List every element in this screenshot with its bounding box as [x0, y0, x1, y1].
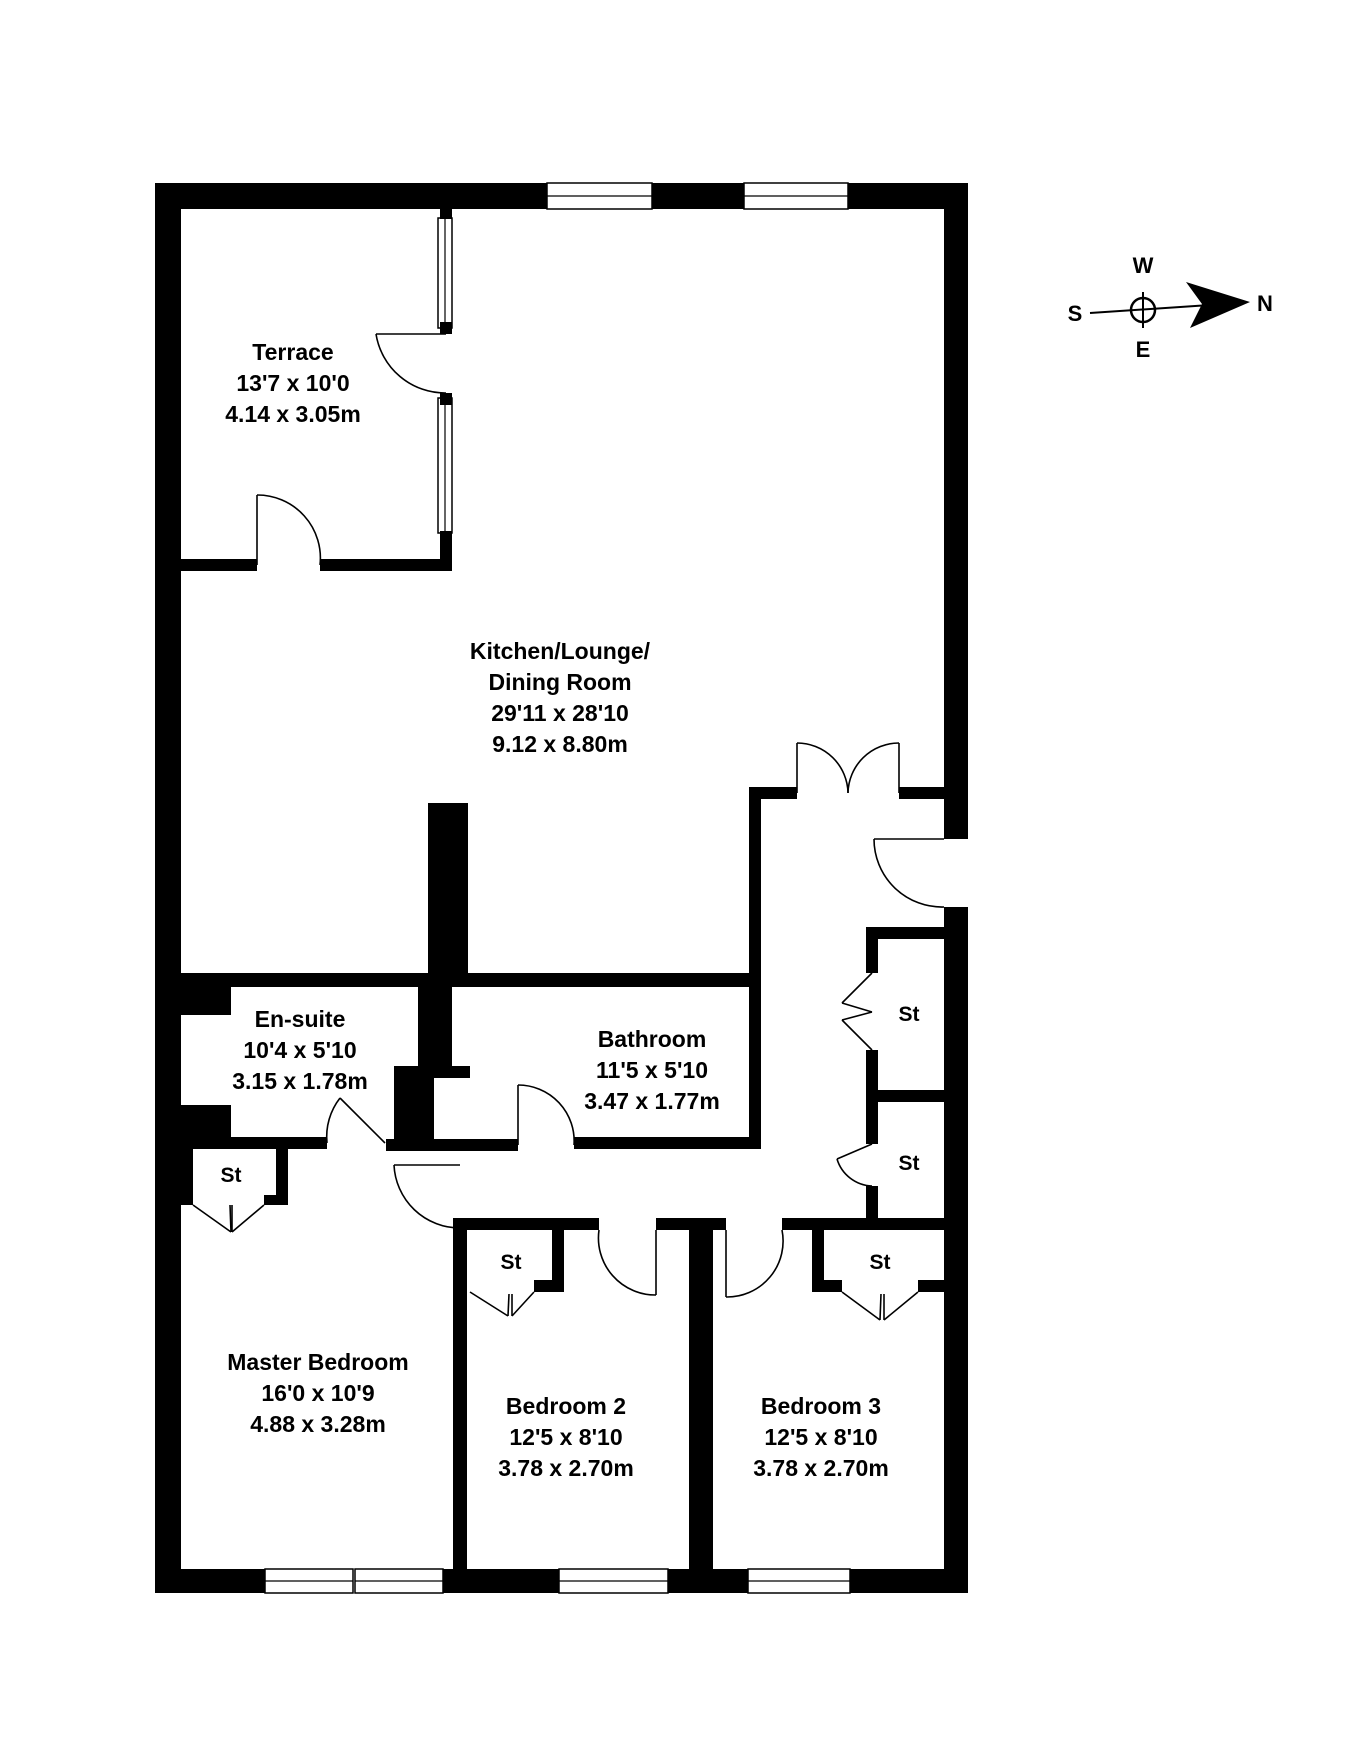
- bathroom-imperial: 11'5 x 5'10: [596, 1057, 708, 1083]
- room-bedroom2: Bedroom 2 12'5 x 8'10 3.78 x 2.70m: [498, 1393, 634, 1481]
- door-storage-bedroom3: [841, 1291, 919, 1321]
- bedroom2-imperial: 12'5 x 8'10: [509, 1424, 622, 1450]
- kitchen-name-line2: Dining Room: [488, 669, 631, 695]
- windows: [264, 182, 851, 1594]
- bedroom3-metric: 3.78 x 2.70m: [753, 1455, 889, 1481]
- compass-south-label: S: [1068, 301, 1083, 326]
- door-ensuite: [325, 1097, 386, 1144]
- window-bottom-master-2: [354, 1568, 444, 1594]
- door-bathroom: [517, 1084, 575, 1146]
- door-terrace-south: [256, 494, 322, 566]
- ensuite-metric: 3.15 x 1.78m: [232, 1068, 368, 1094]
- door-terrace-east: [375, 333, 447, 394]
- ensuite-imperial: 10'4 x 5'10: [243, 1037, 356, 1063]
- door-storage-master: [192, 1204, 265, 1233]
- door-master-bedroom: [393, 1164, 461, 1229]
- storage-bedroom2-label: St: [501, 1251, 522, 1274]
- door-storage-bedroom2: [469, 1291, 535, 1317]
- master-bedroom-metric: 4.88 x 3.28m: [250, 1411, 386, 1437]
- kitchen-name-line1: Kitchen/Lounge/: [470, 638, 651, 664]
- compass-east-label: E: [1136, 337, 1151, 362]
- ensuite-name: En-suite: [255, 1006, 346, 1032]
- terrace-metric: 4.14 x 3.05m: [225, 401, 361, 427]
- door-storage-hall-upper: [841, 972, 873, 1051]
- door-bedroom3: [725, 1229, 784, 1298]
- room-terrace: Terrace 13'7 x 10'0 4.14 x 3.05m: [225, 339, 361, 427]
- kitchen-imperial: 29'11 x 28'10: [491, 700, 629, 726]
- door-entrance: [873, 838, 945, 908]
- room-master-bedroom: Master Bedroom 16'0 x 10'9 4.88 x 3.28m: [227, 1349, 408, 1437]
- window-top-right: [743, 182, 849, 210]
- window-top-left: [546, 182, 653, 210]
- terrace-name: Terrace: [252, 339, 333, 365]
- storage-bedroom3-label: St: [870, 1251, 891, 1274]
- window-bottom-master-1: [264, 1568, 354, 1594]
- interior-walls: [181, 209, 944, 1569]
- room-ensuite: En-suite 10'4 x 5'10 3.15 x 1.78m: [232, 1006, 368, 1094]
- storage-master-label: St: [221, 1164, 242, 1187]
- terrace-glazing-upper: [437, 217, 453, 329]
- door-bedroom2: [597, 1229, 657, 1296]
- door-storage-hall-lower: [836, 1143, 873, 1187]
- room-bedroom3: Bedroom 3 12'5 x 8'10 3.78 x 2.70m: [753, 1393, 889, 1481]
- doors: [192, 333, 945, 1321]
- storage-hall-lower-label: St: [899, 1152, 920, 1175]
- bedroom2-name: Bedroom 2: [506, 1393, 626, 1419]
- door-kitchen-hall-double: [796, 742, 900, 794]
- bathroom-name: Bathroom: [598, 1026, 707, 1052]
- compass-north-label: N: [1257, 291, 1273, 316]
- compass: N S E W: [1068, 253, 1273, 362]
- terrace-glazing-lower: [437, 397, 453, 534]
- storage-hall-upper-label: St: [899, 1003, 920, 1026]
- room-bathroom: Bathroom 11'5 x 5'10 3.47 x 1.77m: [584, 1026, 720, 1114]
- bedroom3-imperial: 12'5 x 8'10: [764, 1424, 877, 1450]
- window-bottom-bedroom3: [747, 1568, 851, 1594]
- window-bottom-bedroom2: [558, 1568, 669, 1594]
- bedroom2-metric: 3.78 x 2.70m: [498, 1455, 634, 1481]
- outer-walls: [155, 183, 968, 1593]
- room-kitchen: Kitchen/Lounge/ Dining Room 29'11 x 28'1…: [470, 638, 651, 757]
- compass-west-label: W: [1133, 253, 1154, 278]
- master-bedroom-name: Master Bedroom: [227, 1349, 408, 1375]
- bathroom-metric: 3.47 x 1.77m: [584, 1088, 720, 1114]
- terrace-imperial: 13'7 x 10'0: [236, 370, 349, 396]
- kitchen-metric: 9.12 x 8.80m: [492, 731, 628, 757]
- master-bedroom-imperial: 16'0 x 10'9: [261, 1380, 374, 1406]
- compass-north-arrow-icon: [1186, 282, 1250, 328]
- bedroom3-name: Bedroom 3: [761, 1393, 881, 1419]
